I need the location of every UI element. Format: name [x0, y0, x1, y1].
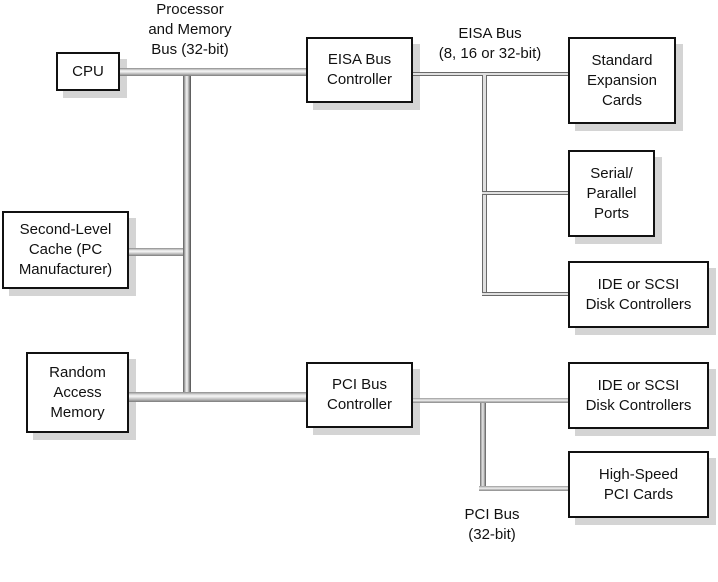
high-speed-pci-cards-box: High-Speed PCI Cards — [568, 451, 709, 518]
cache-bus-link — [129, 248, 183, 256]
eisa-disk-controllers-label: IDE or SCSI Disk Controllers — [585, 275, 692, 313]
standard-expansion-cards-label: Standard Expansion Cards — [586, 51, 658, 109]
eisa-bus-disk-link — [482, 292, 568, 296]
eisa-disk-controllers-box: IDE or SCSI Disk Controllers — [568, 261, 709, 328]
memory-bus-bottom — [129, 392, 306, 402]
eisa-bus-controller-label: EISA Bus Controller — [326, 51, 393, 88]
pci-disk-controllers-label: IDE or SCSI Disk Controllers — [585, 376, 692, 414]
processor-bus-label: Processor and Memory Bus (32-bit) — [148, 1, 232, 58]
cpu-box: CPU — [56, 52, 120, 91]
cpu-label: CPU — [72, 62, 104, 80]
pci-bus-label: PCI Bus (32-bit) — [464, 506, 520, 543]
eisa-bus-vertical — [482, 75, 487, 296]
random-access-memory-label: Random Access Memory — [49, 363, 106, 421]
eisa-bus-label: EISA Bus (8, 16 or 32-bit) — [438, 25, 542, 62]
random-access-memory-box: Random Access Memory — [26, 352, 129, 433]
serial-parallel-ports-box: Serial/ Parallel Ports — [568, 150, 655, 237]
pci-bus-controller-label: PCI Bus Controller — [326, 376, 393, 413]
eisa-bus-controller-box: EISA Bus Controller — [306, 37, 413, 103]
pci-bus-controller-box: PCI Bus Controller — [306, 362, 413, 428]
serial-parallel-ports-label: Serial/ Parallel Ports — [586, 164, 637, 222]
pci-bus-vertical — [480, 403, 486, 488]
high-speed-pci-cards-label: High-Speed PCI Cards — [598, 465, 679, 503]
pci-disk-controllers-box: IDE or SCSI Disk Controllers — [568, 362, 709, 429]
second-level-cache-label: Second-Level Cache (PC Manufacturer) — [18, 221, 113, 278]
standard-expansion-cards-box: Standard Expansion Cards — [568, 37, 676, 124]
eisa-bus-serial-link — [482, 191, 568, 195]
pci-bus-main — [413, 398, 568, 403]
eisa-bus-main — [413, 72, 568, 76]
pci-bus-cards-link — [479, 486, 568, 491]
second-level-cache-box: Second-Level Cache (PC Manufacturer) — [2, 211, 129, 289]
processor-bus-top — [120, 68, 306, 76]
processor-bus-vertical — [183, 76, 191, 392]
